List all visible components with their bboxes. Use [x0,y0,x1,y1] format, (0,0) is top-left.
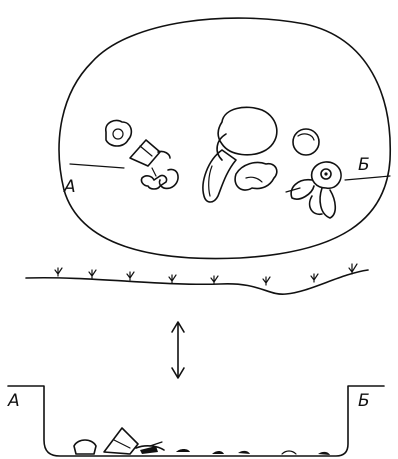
cone-vessel [130,140,170,166]
plan-label-b: Б [358,155,370,175]
pit-outline [59,18,390,258]
small-ring [293,129,319,155]
ring-artifact [106,120,132,146]
double-arrow [172,322,184,378]
section-line-a [70,164,124,168]
plan-view: А Б [59,18,390,258]
section-finds [74,428,330,455]
section-label-a: А [7,391,20,411]
section-line-b [345,176,390,180]
grass-tufts [55,264,357,285]
section-profile [8,386,384,456]
bone-fragments [141,168,178,189]
propeller-cluster [286,162,341,218]
lumpy-fragment [235,162,277,190]
plan-label-a: А [63,177,76,197]
cross-section: А Б [7,386,384,456]
section-label-b: Б [358,391,370,411]
ground-surface [26,264,368,294]
ground-line [26,270,368,294]
